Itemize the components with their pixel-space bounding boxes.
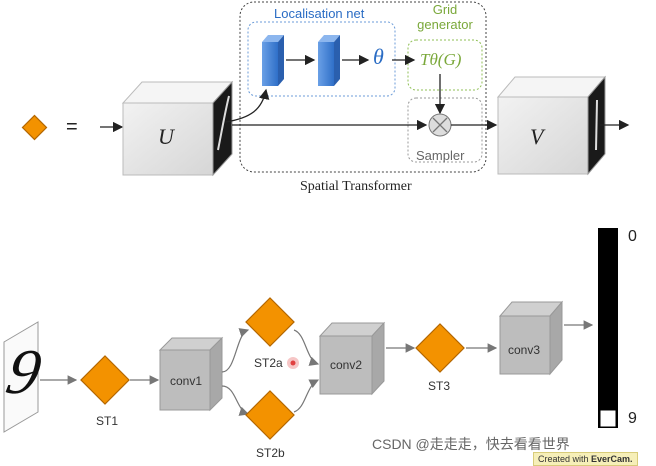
grid-generator-label: Grid generator [417,2,473,32]
sampler-box [407,97,483,163]
st3-label: ST3 [428,379,451,393]
u-label: U [158,124,174,149]
scale-top-label: 0 [628,228,637,245]
sampler-label: Sampler [416,148,465,163]
sampler-op [428,113,452,137]
cursor-marker [287,357,299,369]
conv3-label: conv3 [508,343,541,357]
st1-label: ST1 [96,414,119,428]
localisation-net-label: Localisation net [274,6,365,21]
legend-diamond [21,114,48,141]
output-cube-v [496,75,607,176]
evercam-badge: Created with EverCam. [533,452,638,466]
localisation-net-box [247,21,396,97]
input-cube-u [121,80,234,177]
conv1-to-st2a-arrow [221,328,250,373]
conv3-cube [498,300,564,376]
st2b-to-conv2-arrow [293,379,320,413]
spatial-transformer-box [239,1,487,173]
st2a-diamond [245,297,295,347]
conv2-label: conv2 [330,358,363,372]
st2a-to-conv2-arrow [293,329,320,366]
st2b-diamond [245,390,295,440]
conv1-label: conv1 [170,374,203,388]
conv1-to-st2b-arrow [221,385,250,416]
scale-bottom-label: 9 [628,410,637,427]
st3-diamond [415,323,465,373]
digit-image [3,321,39,433]
st2b-label: ST2b [256,446,285,460]
st2a-label: ST2a [254,356,283,370]
watermark: CSDN @走走走，快去看看世界 [372,436,570,452]
equals-sign: = [66,116,78,138]
output-bar-highlight [599,409,617,428]
v-label: V [530,124,544,149]
loc-layer-1 [262,35,284,86]
spatial-transformer-caption: Spatial Transformer [300,179,412,194]
theta-label: θ [373,44,384,69]
u-to-loc-arrow [225,88,270,123]
st1-diamond [80,355,130,405]
output-bar [598,228,618,428]
loc-layer-2 [318,35,340,86]
conv2-cube [318,321,386,396]
conv1-cube [158,336,224,412]
grid-function-label: Tθ(G) [420,50,462,69]
